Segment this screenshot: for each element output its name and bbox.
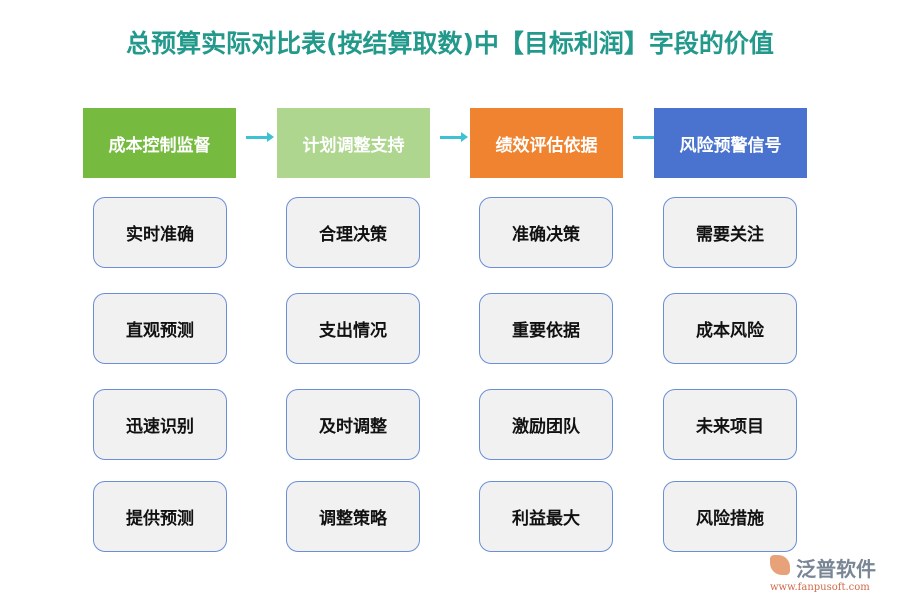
- item-box: 提供预测: [93, 481, 227, 552]
- arrow-right-icon: [246, 132, 274, 142]
- arrow-right-icon: [633, 132, 661, 142]
- item-box: 迅速识别: [93, 389, 227, 460]
- item-box: 风险措施: [663, 481, 797, 552]
- logo: 泛普软件 www.fanpusoft.com: [770, 553, 876, 593]
- column-header: 成本控制监督: [83, 108, 236, 178]
- item-box: 实时准确: [93, 197, 227, 268]
- arrow-right-icon: [440, 132, 468, 142]
- page-title: 总预算实际对比表(按结算取数)中【目标利润】字段的价值: [126, 29, 774, 58]
- item-box: 成本风险: [663, 293, 797, 364]
- item-box: 准确决策: [479, 197, 613, 268]
- column-header: 绩效评估依据: [470, 108, 623, 178]
- item-box: 直观预测: [93, 293, 227, 364]
- item-box: 合理决策: [286, 197, 420, 268]
- item-box: 支出情况: [286, 293, 420, 364]
- item-box: 未来项目: [663, 389, 797, 460]
- item-box: 及时调整: [286, 389, 420, 460]
- logo-icon: [770, 555, 790, 575]
- column-header: 风险预警信号: [654, 108, 807, 178]
- item-box: 激励团队: [479, 389, 613, 460]
- item-box: 需要关注: [663, 197, 797, 268]
- logo-name: 泛普软件: [796, 557, 876, 581]
- column-header: 计划调整支持: [277, 108, 430, 178]
- item-box: 重要依据: [479, 293, 613, 364]
- item-box: 调整策略: [286, 481, 420, 552]
- item-box: 利益最大: [479, 481, 613, 552]
- logo-url: www.fanpusoft.com: [770, 582, 870, 593]
